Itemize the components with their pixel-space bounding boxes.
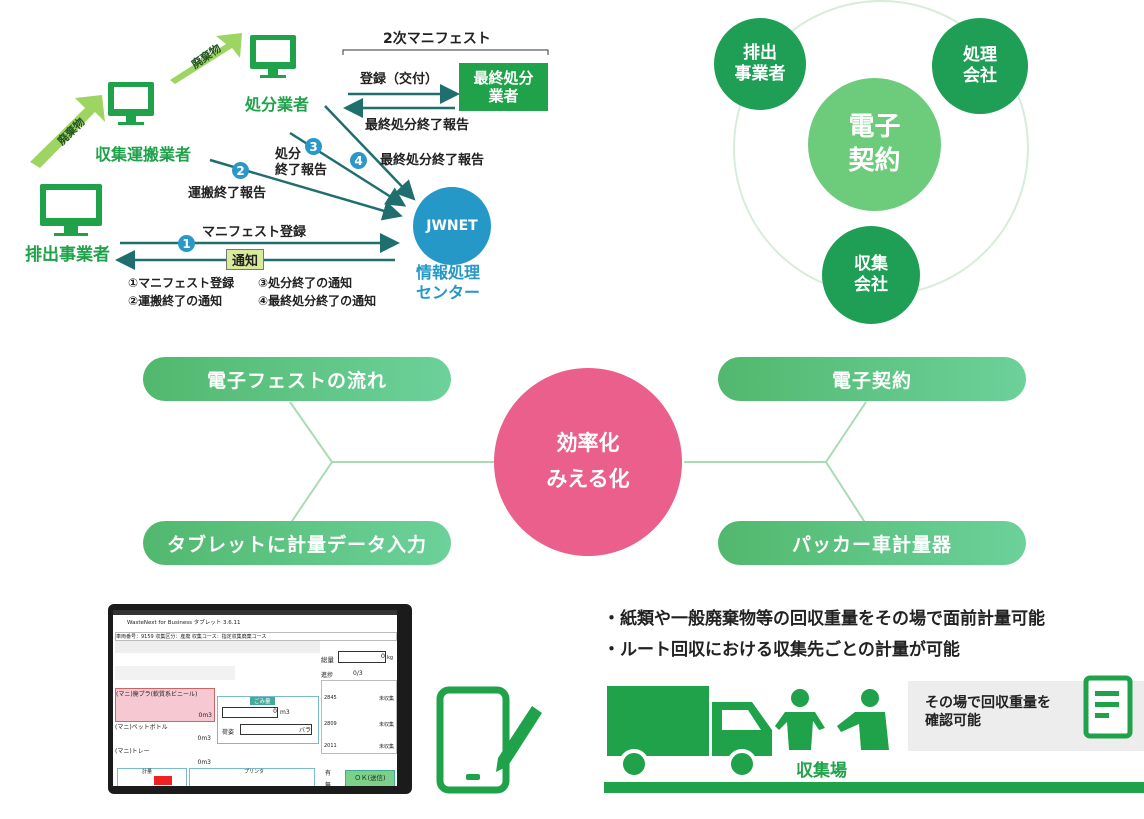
legend-1: ①マニフェスト登録 xyxy=(128,276,235,290)
tablet-pill: タブレットに計量データ入力 xyxy=(143,521,451,565)
final-report-label: 最終処分終了報告 xyxy=(365,118,470,133)
manifest-flow-pill: 電子フェストの流れ xyxy=(143,357,451,401)
measure-group: 計量 xyxy=(117,768,187,786)
step1-badge: 1 xyxy=(178,235,195,252)
progress-value: 0/3 xyxy=(353,670,363,677)
collector-label: 収集運搬業者 xyxy=(95,145,192,164)
bullet-1: ・紙類や一般廃棄物等の回収重量をその場で面前計量可能 xyxy=(603,609,1045,629)
bullet-2: ・ルート回収における収集先ごとの計量が可能 xyxy=(603,640,960,660)
legend-4: ④最終処分終了の通知 xyxy=(258,294,377,308)
collection-site-label: 収集場 xyxy=(796,761,847,781)
ok-send-button[interactable]: ＯＫ(送信) xyxy=(345,770,395,786)
legend-2: ②運搬終了の通知 xyxy=(128,294,223,308)
contract-center-circle: 電子 契約 xyxy=(808,78,941,211)
hub-connectors xyxy=(289,401,867,525)
site-list[interactable]: 2845 未収集 2809 未収集 2011 未収集 xyxy=(321,680,397,754)
receipt-icon xyxy=(1083,675,1133,739)
tablet-device: WasteNext for Business タブレット 3.6.11 車両番号… xyxy=(108,604,412,794)
second-manifest-label: 2次マニフェスト xyxy=(383,31,491,47)
weight-label: 総量 xyxy=(321,656,334,664)
efficiency-circle: 効率化 みえる化 xyxy=(494,368,682,556)
trash-label: ごみ量 xyxy=(250,697,275,705)
packer-pill: パッカー車計量器 xyxy=(718,521,1026,565)
check-area[interactable] xyxy=(115,666,235,680)
step2-label: 運搬終了報告 xyxy=(188,186,267,201)
monitor-icon xyxy=(250,35,296,78)
register-label: 登録（交付） xyxy=(360,72,439,87)
step3-label: 処分 終了報告 xyxy=(275,147,328,179)
step4-badge: 4 xyxy=(350,152,367,169)
trash-field[interactable]: 0 xyxy=(222,707,278,718)
monitor-icon xyxy=(108,82,154,125)
packer-truck-icon xyxy=(604,686,1144,793)
step2-badge: 2 xyxy=(232,162,249,179)
weight-unit: kg xyxy=(387,655,394,661)
contract-collector-circle: 収集 会社 xyxy=(822,226,920,324)
disposer-label: 処分業者 xyxy=(245,95,310,114)
progress-label: 進捗 xyxy=(321,672,334,679)
confirm-text: その場で回収重量を 確認可能 xyxy=(925,695,1051,729)
emitter-label: 排出事業者 xyxy=(25,245,110,265)
trash-panel: ごみ量 0 m3 荷姿 バラ xyxy=(217,696,319,744)
people-icon xyxy=(775,689,889,750)
tablet-app-title: WasteNext for Business タブレット 3.6.11 xyxy=(127,620,241,626)
pack-field[interactable]: バラ xyxy=(240,724,312,735)
radio-yes[interactable]: 有 xyxy=(325,770,332,777)
jwnet-circle: JWNET xyxy=(413,187,491,265)
item-2[interactable]: (マニ)ペットボトル 0m3 xyxy=(115,724,211,742)
contract-pill: 電子契約 xyxy=(718,357,1026,401)
item-3[interactable]: (マニ)トレー 0m3 xyxy=(115,748,211,766)
weight-field[interactable]: 0 xyxy=(338,651,386,663)
step3-badge: 3 xyxy=(305,138,322,155)
trash-unit: m3 xyxy=(280,709,290,716)
step1-label: マニフェスト登録 xyxy=(202,225,307,240)
step4-label: 最終処分終了報告 xyxy=(380,153,485,168)
item-1[interactable]: (マニ)廃プラ(軟質系ビニール) 0m3 xyxy=(115,688,215,722)
tablet-pen-icon xyxy=(436,686,542,794)
notice-badge: 通知 xyxy=(226,249,265,270)
final-disposer-box: 最終処分 業者 xyxy=(459,63,548,111)
contract-emitter-circle: 排出 事業者 xyxy=(714,18,806,110)
legend-3: ③処分終了の通知 xyxy=(258,276,353,290)
contract-processor-circle: 処理 会社 xyxy=(932,18,1028,114)
printer-group: プリンタ xyxy=(189,768,315,786)
monitor-icon xyxy=(40,184,102,236)
center-label: 情報処理 センター xyxy=(416,263,481,302)
tablet-info-row: 車両番号：9159 収集区分：産廃 収集コース：指定収集廃棄コース xyxy=(115,632,397,641)
tablet-screen: WasteNext for Business タブレット 3.6.11 車両番号… xyxy=(113,610,397,786)
radio-no[interactable]: 無 xyxy=(325,782,332,786)
pack-label: 荷姿 xyxy=(222,729,235,736)
